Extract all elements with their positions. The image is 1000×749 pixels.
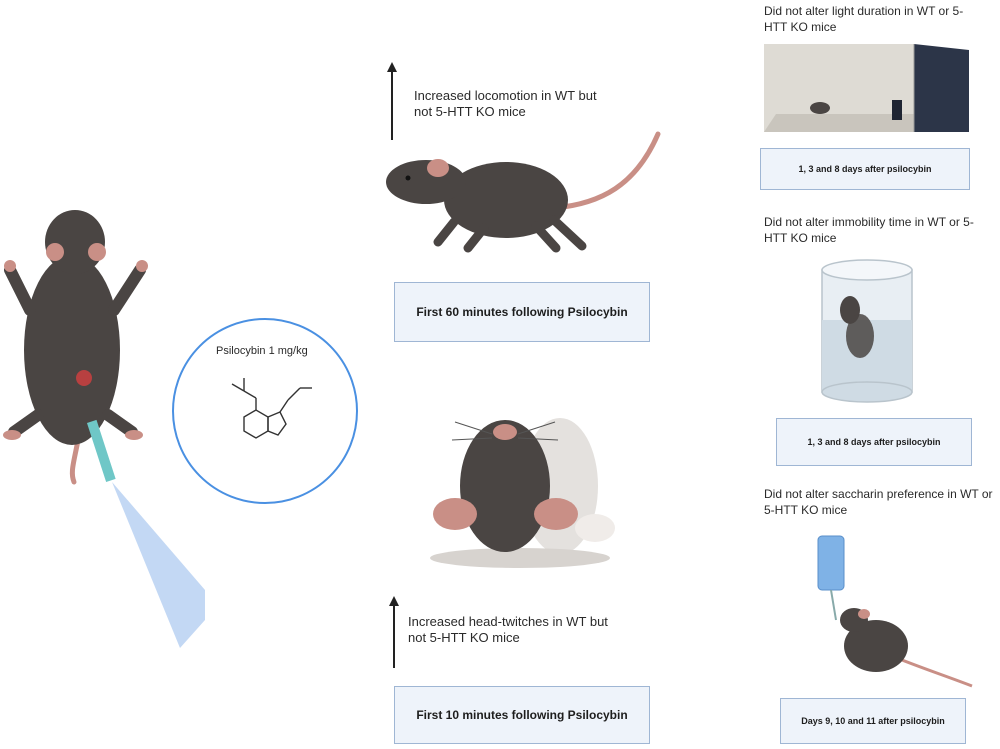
saccharin-finding: Did not alter saccharin preference in WT… [764,487,993,517]
walking-mouse-illustration [386,131,661,253]
head-twitch-mouse-illustration [430,418,615,568]
saccharin-timing-box: Days 9, 10 and 11 after psilocybin [780,698,966,744]
light-dark-finding: Did not alter light duration in WT or 5-… [764,4,964,34]
forced-swim-timing-box: 1, 3 and 8 days after psilocybin [776,418,972,466]
head-twitch-increase-arrow [389,596,399,668]
drug-dose-label: Psilocybin 1 mg/kg [216,345,308,357]
psilocybin-callout [172,318,358,504]
psilocybin-structure-icon [231,378,312,439]
injected-mouse-illustration [3,210,205,648]
forced-swim-finding: Did not alter immobility time in WT or 5… [764,215,974,245]
locomotion-timing-box: First 60 minutes following Psilocybin [394,282,650,342]
head-twitch-finding: Increased head-twitches in WT but not 5-… [408,614,608,645]
locomotion-increase-arrow [387,62,397,140]
light-dark-timing-box: 1, 3 and 8 days after psilocybin [760,148,970,190]
forced-swim-cylinder-illustration [821,259,913,403]
saccharin-bottle-mouse-illustration [817,535,973,688]
head-twitch-timing-box: First 10 minutes following Psilocybin [394,686,650,744]
locomotion-finding: Increased locomotion in WT but not 5-HTT… [414,88,597,119]
light-dark-box-illustration [764,44,969,132]
